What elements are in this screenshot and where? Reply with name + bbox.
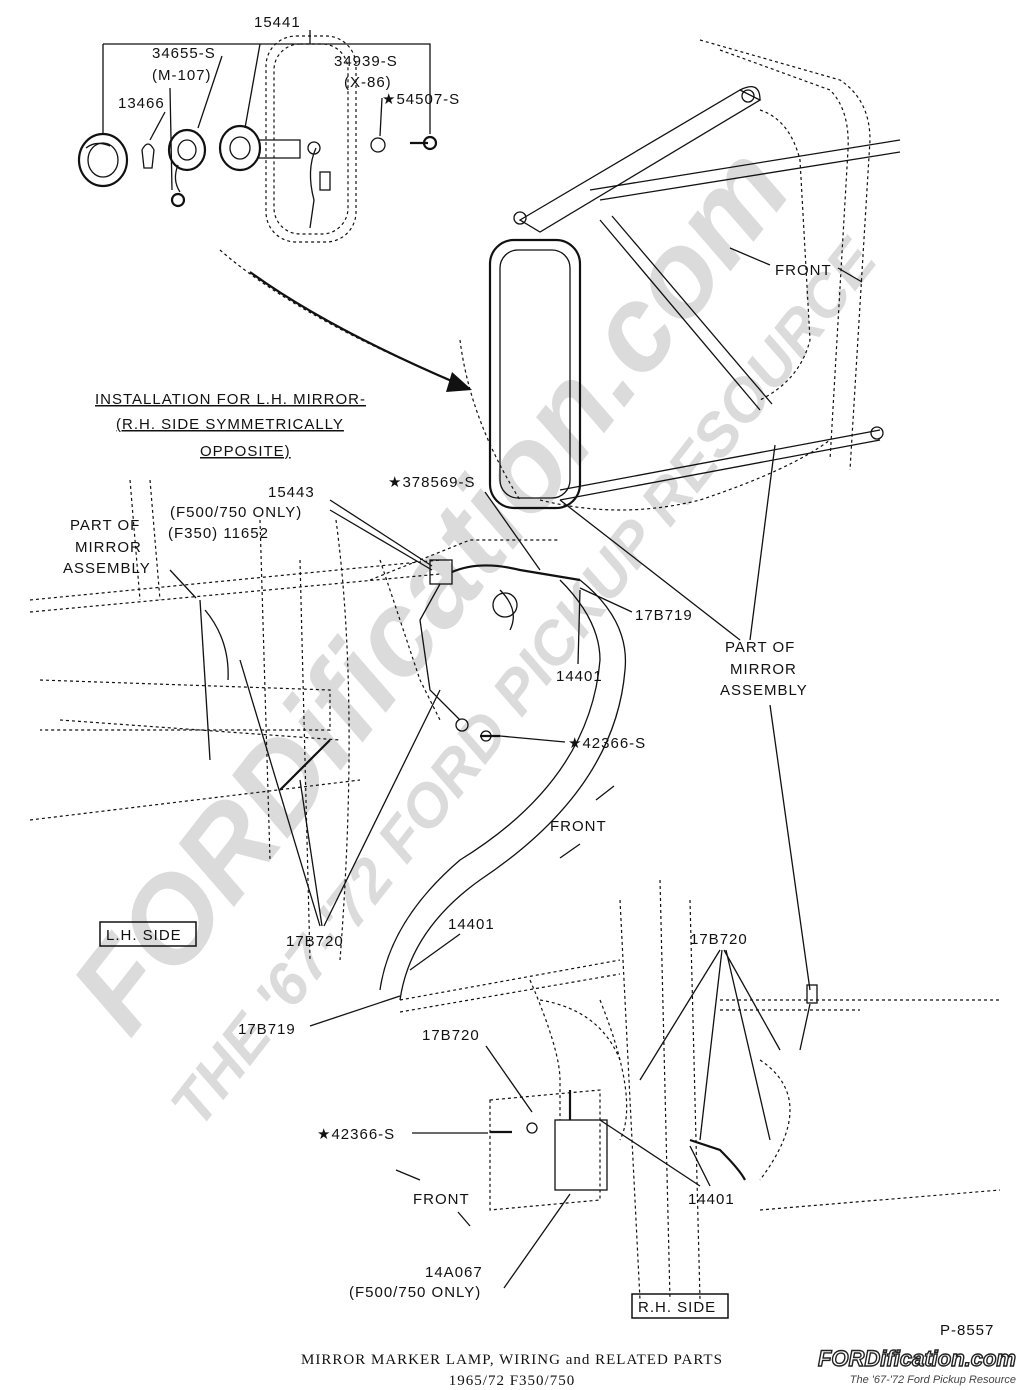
label-assembly-right: ASSEMBLY xyxy=(720,682,808,699)
label-assembly-left: ASSEMBLY xyxy=(63,560,151,577)
bulb-icon xyxy=(141,143,155,169)
install-note-line2: (R.H. SIDE SYMMETRICALLY xyxy=(116,416,344,433)
screw-42366-icon xyxy=(480,730,492,742)
label-17b719-bottom: 17B719 xyxy=(238,1021,296,1038)
label-17b720-bottom: 17B720 xyxy=(422,1027,480,1044)
label-15443: 15443 xyxy=(268,484,315,501)
watermark: FORDification.com THE '67-'72 FORD PICKU… xyxy=(45,122,891,1138)
install-note-line1: INSTALLATION FOR L.H. MIRROR- xyxy=(95,391,366,408)
label-17b720-right: 17B720 xyxy=(690,931,748,948)
socket-icon xyxy=(167,128,207,172)
label-part-of-left: PART OF xyxy=(70,517,140,534)
front-top-leader xyxy=(729,247,771,266)
label-14401-bottom: 14401 xyxy=(688,1191,735,1208)
logo-text: FORDification.com xyxy=(818,1346,1016,1371)
lh-door-view xyxy=(29,479,627,1001)
lamp-exploded-view xyxy=(77,30,438,243)
label-mirror-right: MIRROR xyxy=(730,661,797,678)
caption-line1: MIRROR MARKER LAMP, WIRING and RELATED P… xyxy=(301,1352,723,1368)
label-14a067: 14A067 xyxy=(425,1264,483,1281)
screw-42366-bottom-icon xyxy=(526,1122,538,1134)
install-note-line3: OPPOSITE) xyxy=(200,443,291,460)
rh-side-box xyxy=(631,1293,729,1319)
label-f500-750-only-top: (F500/750 ONLY) xyxy=(170,504,302,521)
label-part-of-right: PART OF xyxy=(725,639,795,656)
logo-subtext: The '67-'72 Ford Pickup Resource xyxy=(850,1374,1016,1386)
mirror-head xyxy=(488,238,582,510)
label-14401-top: 14401 xyxy=(556,668,603,685)
rh-door-view xyxy=(399,879,1001,1301)
label-rh-side: R.H. SIDE xyxy=(638,1299,716,1316)
label-p-8557: P-8557 xyxy=(940,1322,994,1339)
label-f350-11652: (F350) 11652 xyxy=(168,525,269,542)
label-34939-s: 34939-S xyxy=(334,53,398,70)
label-13466: 13466 xyxy=(118,95,165,112)
label-x-86: (X-86) xyxy=(344,74,392,91)
label-15441: 15441 xyxy=(254,14,301,31)
label-14401-mid: 14401 xyxy=(448,916,495,933)
label-front-bottom: FRONT xyxy=(413,1191,470,1208)
label-54507-s: ★54507-S xyxy=(382,91,460,108)
label-34655-s: 34655-S xyxy=(152,45,216,62)
label-f500-750-only-bottom: (F500/750 ONLY) xyxy=(349,1284,481,1301)
label-lh-side: L.H. SIDE xyxy=(106,927,182,944)
label-378569-s: ★378569-S xyxy=(388,474,476,491)
connector-icon xyxy=(492,592,518,618)
lock-washer-icon xyxy=(370,137,386,153)
label-17b720-left: 17B720 xyxy=(286,933,344,950)
lamp-housing-icon xyxy=(218,124,262,172)
label-m-107: (M-107) xyxy=(152,67,212,84)
label-front-top: FRONT xyxy=(775,262,832,279)
caption-line2: 1965/72 F350/750 xyxy=(449,1373,575,1389)
detail-arrow xyxy=(219,249,472,392)
label-mirror-left: MIRROR xyxy=(75,539,142,556)
label-42366-s-bottom: ★42366-S xyxy=(317,1126,395,1143)
mirror-assembly xyxy=(459,39,901,511)
nut-icon xyxy=(170,192,186,208)
fordification-logo: FORDification.com The '67-'72 Ford Picku… xyxy=(817,1345,1016,1386)
mirror-back-outline xyxy=(265,35,357,243)
label-front-mid: FRONT xyxy=(550,818,607,835)
lamp-lens-icon xyxy=(77,132,129,188)
lh-side-box xyxy=(99,921,197,947)
relay-14a067-icon xyxy=(554,1119,608,1191)
watermark-main: FORDification.com xyxy=(45,122,816,1056)
label-42366-s-top: ★42366-S xyxy=(568,735,646,752)
label-17b719-top: 17B719 xyxy=(635,607,693,624)
